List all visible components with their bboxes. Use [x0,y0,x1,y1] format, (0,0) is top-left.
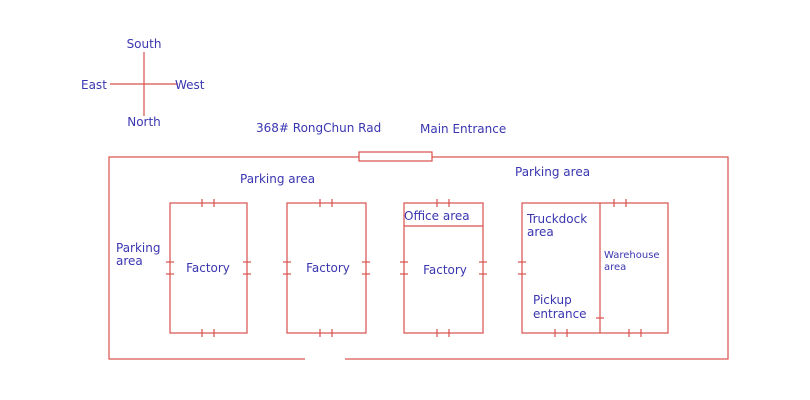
pickup-label-line1: Pickup [533,293,572,307]
warehouse-label-line2: area [604,262,626,273]
parking-right-label: Parking area [515,165,590,179]
parking-left-label-line2: area [116,254,143,268]
factory-2: Factory [283,199,370,337]
compass-north-label: North [127,115,161,129]
factory-1: Factory [166,199,251,337]
compass-west-label: West [175,78,205,92]
compass-east-label: East [81,78,107,92]
factory-2-label: Factory [306,261,350,275]
factory-3-label: Factory [423,263,467,277]
factory-1-outline [169,202,248,334]
truckdock-label-line1: Truckdock [526,212,587,226]
compass: South East West North [81,37,205,129]
truckdock-label-line2: area [527,225,554,239]
pickup-label-line2: entrance [533,307,587,321]
compass-south-label: South [127,37,162,51]
parking-middle-label: Parking area [240,172,315,186]
main-entrance-label: Main Entrance [420,122,506,136]
factory-1-label: Factory [186,261,230,275]
factory-3: Office area Factory [400,199,487,337]
address-label: 368# RongChun Rad [256,121,381,135]
truckdock-warehouse: Truckdock area Pickup entrance Warehouse… [518,199,669,337]
truckdock-warehouse-outline [521,202,669,334]
parking-left-label-line1: Parking [116,241,161,255]
warehouse-label-line1: Warehouse [604,250,660,261]
factory-3-outline [403,202,484,334]
main-entrance-gate [358,151,433,162]
office-label: Office area [404,209,470,223]
factory-2-outline [286,202,367,334]
